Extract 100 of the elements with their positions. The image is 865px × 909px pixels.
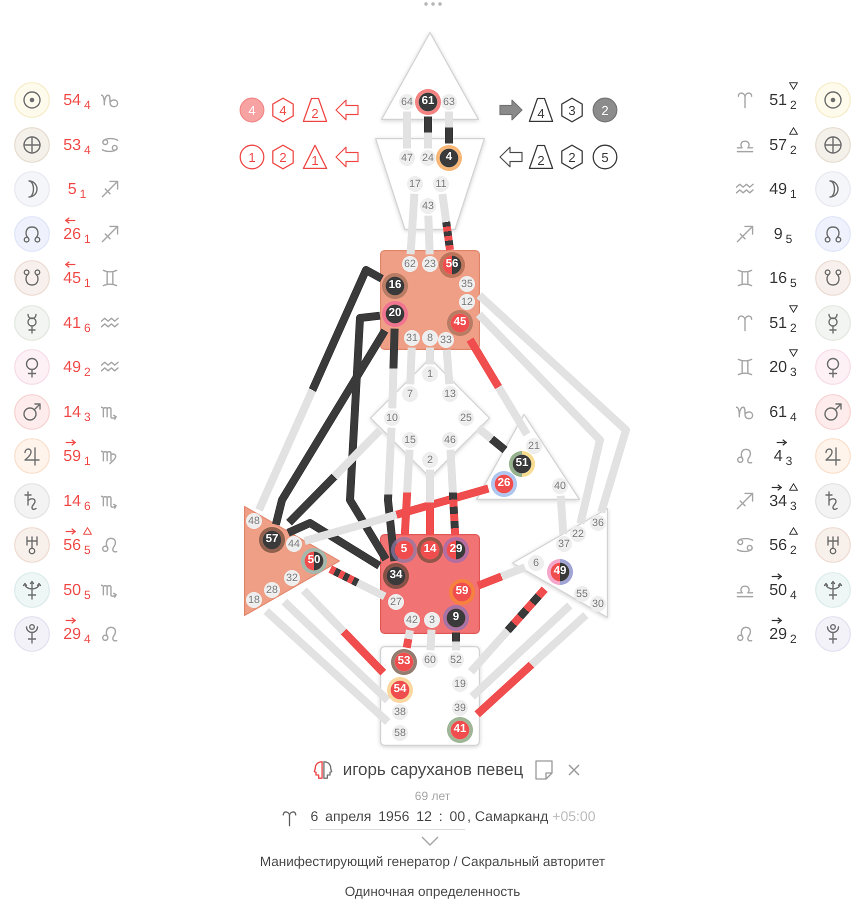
gate-marker: 61	[415, 89, 441, 115]
hexagon-marker: 4	[270, 97, 296, 123]
gate-marker: 56	[439, 252, 465, 278]
gate-marker: 51	[509, 451, 535, 477]
gate-marker: 41	[447, 717, 473, 743]
head-center	[381, 32, 479, 120]
heart-center	[476, 414, 580, 500]
timezone-text: +05:00	[552, 808, 596, 824]
activation-number: 26$_{1}$	[63, 226, 91, 242]
channel-line	[426, 348, 434, 364]
activation-number: 20$_{3}$	[769, 359, 797, 376]
trapezoid-marker: 2	[302, 97, 328, 123]
activation-number: 50$_{4}$	[769, 582, 797, 598]
spleen-center	[244, 506, 340, 616]
channel-line	[445, 112, 453, 144]
activation-number: 56$_{5}$	[63, 537, 91, 554]
trapezoid-marker: 2	[528, 144, 554, 170]
channel-line	[406, 193, 418, 255]
gate-marker: 26	[491, 471, 517, 497]
activation-number: 49$_{2}$	[63, 359, 91, 376]
channel-line	[424, 116, 432, 148]
gate-marker: 4	[436, 145, 462, 171]
activation-number: 14$_{3}$	[63, 404, 91, 420]
circle-marker: 5	[592, 144, 618, 170]
channel-line	[286, 519, 382, 570]
activation-number: 50$_{5}$	[63, 582, 91, 598]
gate-marker: 54	[387, 677, 413, 703]
activation-number: 9$_{5}$	[774, 226, 792, 242]
triangle-marker: 1	[302, 144, 328, 170]
activation-number: 54$_{4}$	[63, 92, 91, 109]
place-text: , Самарканд	[467, 808, 548, 824]
chart-name: игорь саруханов певец	[342, 760, 524, 780]
channel-line	[424, 215, 434, 255]
gate-marker: 29	[443, 537, 469, 563]
hexagon-marker: 2	[270, 144, 296, 170]
activation-number: 51$_{2}$	[769, 314, 797, 332]
channel-line	[346, 312, 390, 562]
trapezoid-marker: 4	[528, 97, 554, 123]
activation-number: 53$_{4}$	[63, 136, 91, 154]
solar-plexus-center	[512, 508, 608, 618]
channel-line	[426, 470, 434, 536]
activation-number: 45$_{1}$	[63, 270, 91, 287]
channel-line	[272, 328, 388, 526]
date-field: 6 апреля 1956 12 : 00	[310, 808, 466, 830]
sacral-center	[380, 534, 480, 634]
channel-line	[468, 586, 548, 674]
channel-line	[438, 193, 454, 251]
channel-line	[300, 588, 386, 676]
gate-marker: 59	[449, 579, 475, 605]
gate-marker: 50	[301, 548, 327, 574]
channel-line	[556, 496, 568, 534]
activation-number: 34$_{3}$	[769, 492, 797, 510]
activation-number: 51$_{2}$	[769, 92, 797, 109]
root-center	[380, 646, 480, 746]
channel-line	[406, 347, 416, 385]
circle-marker: 1	[239, 144, 265, 170]
channel-line	[255, 266, 384, 512]
channel-line	[384, 428, 398, 562]
channel-line	[286, 428, 383, 526]
type-authority-text: Манифестирующий генератор / Сакральный авторитет	[260, 854, 606, 869]
gate-marker: 9	[443, 605, 469, 631]
channel-line	[469, 602, 573, 700]
channel-line	[403, 112, 411, 148]
channel-line	[476, 292, 630, 514]
channel-line	[476, 564, 526, 590]
activation-number: 29$_{4}$	[63, 626, 91, 643]
activation-number: 5$_{1}$	[68, 181, 86, 198]
channel-line	[402, 629, 414, 648]
activation-number: 56$_{2}$	[769, 537, 797, 554]
activation-number: 57$_{2}$	[769, 136, 797, 154]
activation-number: 4$_{3}$	[774, 448, 792, 465]
gate-marker: 34	[383, 563, 409, 589]
gate-marker: 53	[391, 649, 417, 675]
channel-line	[442, 350, 454, 384]
activation-number: 59$_{1}$	[63, 448, 91, 465]
channel-line	[388, 328, 399, 409]
activation-number: 16$_{5}$	[769, 270, 797, 287]
activation-number: 14$_{6}$	[63, 492, 91, 510]
hexagon-marker: 2	[559, 144, 585, 170]
gate-marker: 14	[417, 537, 443, 563]
channel-line	[400, 449, 414, 536]
channel-line	[264, 608, 390, 725]
gate-marker: 57	[259, 527, 285, 553]
channel-line	[474, 612, 588, 718]
activation-number: 49$_{1}$	[769, 181, 797, 198]
circle-marker: 4	[239, 97, 265, 123]
gate-marker: 16	[382, 273, 408, 299]
channel-line	[452, 632, 460, 650]
channel-line	[476, 312, 604, 525]
throat-center	[380, 250, 480, 350]
gate-marker: 5	[391, 537, 417, 563]
channel-line	[466, 338, 530, 436]
hexagon-marker: 3	[559, 97, 585, 123]
definition-text: Одиночная определенность	[344, 884, 520, 899]
channel-line	[282, 598, 390, 704]
circle-marker: 2	[592, 97, 618, 123]
activation-number: 61$_{4}$	[769, 404, 797, 420]
activation-number: 29$_{2}$	[769, 626, 797, 643]
ajna-center	[375, 138, 485, 230]
channel-line	[426, 630, 436, 650]
